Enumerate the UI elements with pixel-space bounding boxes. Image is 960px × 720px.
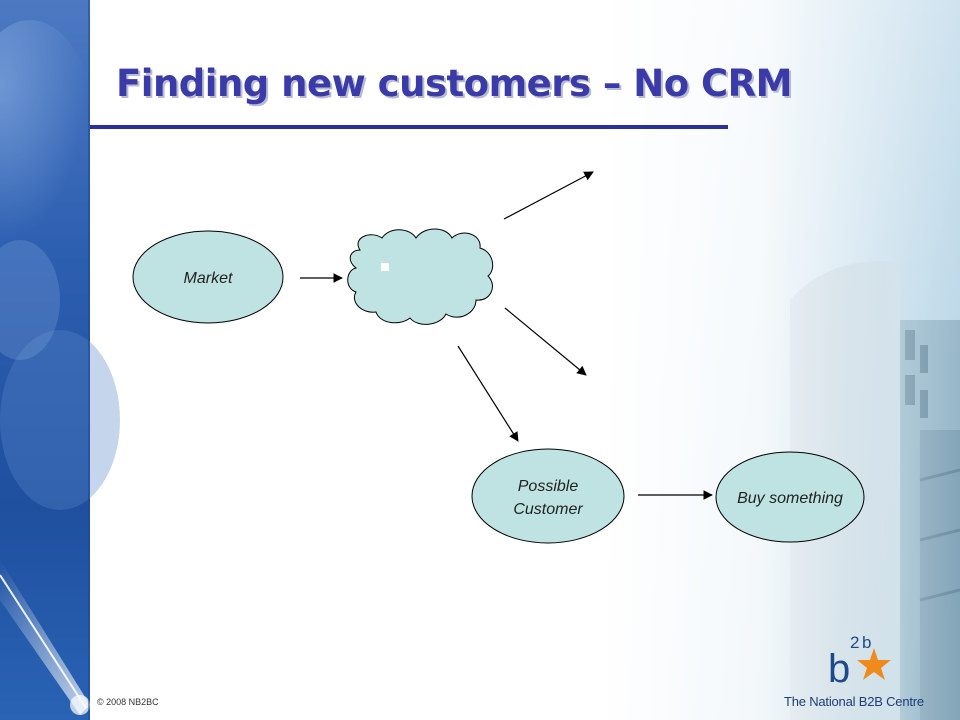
cloud-shape	[347, 228, 494, 325]
national-b2b-centre-logo: b 2 b	[828, 633, 891, 691]
node-market: Market	[132, 230, 284, 324]
node-buy-something-shape	[715, 451, 865, 543]
node-buy-something-label: Buy something	[737, 490, 843, 507]
logo-mark-b: b	[828, 647, 850, 691]
logo-text: The National B2B Centre	[784, 694, 924, 709]
arrow-cloud-to-possible-customer	[457, 345, 519, 442]
logo-star-icon	[857, 648, 891, 680]
node-possible-customer-shape	[471, 448, 625, 544]
node-cloud	[347, 228, 494, 325]
arrow-cloud-down-right	[504, 307, 587, 376]
node-possible-customer-label-line2: Customer	[513, 501, 583, 518]
arrow-cloud-up-right	[503, 171, 594, 220]
title-underline	[90, 125, 728, 129]
node-market-label: Market	[184, 270, 233, 287]
cloud-bullet	[381, 263, 389, 271]
logo-mark-b-small: b	[862, 633, 871, 652]
slide-title: Finding new customers – No CRM	[116, 62, 793, 105]
copyright-text: © 2008 NB2BC	[97, 697, 159, 707]
node-buy-something: Buy something	[715, 451, 865, 543]
node-market-shape	[132, 230, 284, 324]
node-possible-customer-label-line1: Possible	[518, 478, 579, 495]
node-possible-customer: Possible Customer	[471, 448, 625, 544]
logo-mark-2: 2	[850, 633, 859, 652]
